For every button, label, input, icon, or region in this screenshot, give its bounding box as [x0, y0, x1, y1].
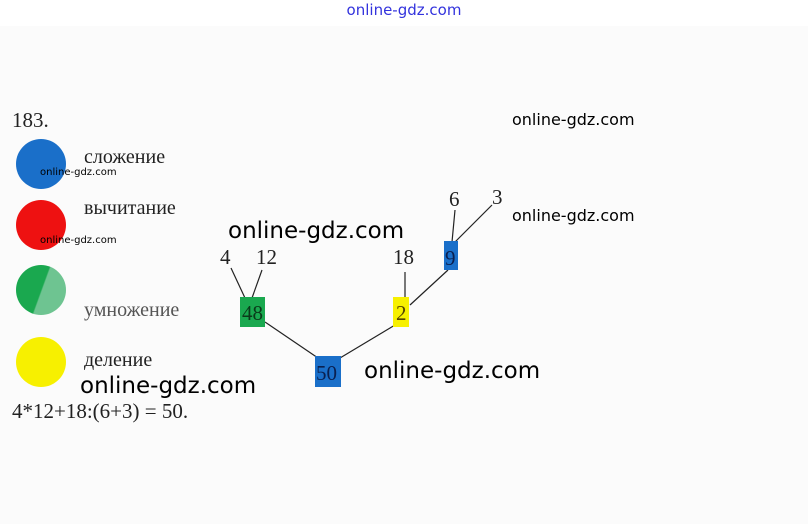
node-50: 50: [316, 361, 337, 385]
edge-12-48: [251, 269, 263, 299]
leaf-6: 6: [449, 187, 460, 211]
watermark: online-gdz.com: [512, 110, 635, 129]
watermark: online-gdz.com: [228, 218, 405, 244]
edge-3-9: [454, 204, 493, 243]
legend-circle-green: [16, 265, 66, 315]
node-9: 9: [445, 246, 456, 270]
legend-circle-blue: [16, 139, 66, 189]
legend-label-addition: сложение: [84, 146, 166, 168]
equation: 4*12+18:(6+3) = 50.: [12, 399, 189, 423]
site-link[interactable]: online-gdz.com: [346, 1, 462, 19]
legend-circle-red: [16, 200, 66, 250]
node-48: 48: [242, 301, 263, 325]
watermark: online-gdz.com: [40, 167, 117, 178]
edge-2-50: [339, 324, 396, 359]
watermark: online-gdz.com: [40, 235, 117, 246]
edge-6-9: [451, 209, 456, 243]
edge-48-50: [264, 321, 319, 359]
node-2: 2: [396, 301, 407, 325]
legend-label-division: деление: [84, 349, 153, 371]
node-box-multiplication: [240, 297, 265, 327]
problem-number: 183.: [12, 108, 49, 132]
watermark: online-gdz.com: [512, 206, 635, 225]
leaf-3: 3: [492, 185, 503, 209]
top-bar: online-gdz.com: [0, 0, 808, 26]
watermark: online-gdz.com: [80, 373, 257, 399]
edge-2-9: [409, 269, 449, 306]
node-box-division: [393, 297, 409, 327]
leaf-12: 12: [256, 245, 277, 269]
legend-circle-yellow: [16, 337, 66, 387]
node-box-addition-result: [315, 356, 341, 387]
leaf-4: 4: [220, 245, 231, 269]
watermark: online-gdz.com: [364, 358, 541, 384]
leaf-18: 18: [393, 245, 414, 269]
node-box-addition-inner: [444, 241, 458, 270]
legend-label-subtraction: вычитание: [84, 197, 176, 219]
edge-4-48: [230, 267, 246, 299]
legend-label-multiplication: умножение: [84, 299, 180, 321]
